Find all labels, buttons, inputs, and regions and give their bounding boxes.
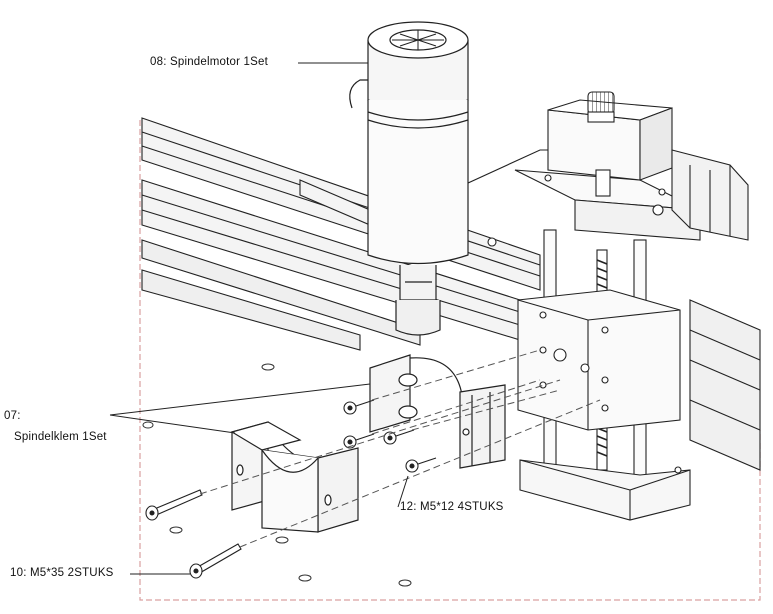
label-screw-m5x12: 12: M5*12 4STUKS	[400, 501, 504, 513]
screws-m5x12	[343, 399, 437, 473]
callout-leader-lines	[109, 62, 409, 575]
label-screw-m5x35: 10: M5*35 2STUKS	[10, 567, 114, 579]
spindle-clamp-back	[369, 354, 506, 469]
screws-m5x35	[145, 489, 242, 579]
base-plate-holes	[142, 363, 412, 587]
z-axis-carriage	[487, 91, 749, 521]
spindle-clamp-front	[230, 421, 359, 533]
base-plate	[139, 120, 761, 601]
label-spindle-motor: 08: Spindelmotor 1Set	[150, 56, 268, 68]
label-spindle-clamp-number: 07:	[4, 410, 21, 422]
assembly-guide-lines	[199, 349, 601, 548]
label-spindle-clamp-name: Spindelklem 1Set	[14, 431, 107, 443]
spindle-motor	[349, 21, 469, 336]
